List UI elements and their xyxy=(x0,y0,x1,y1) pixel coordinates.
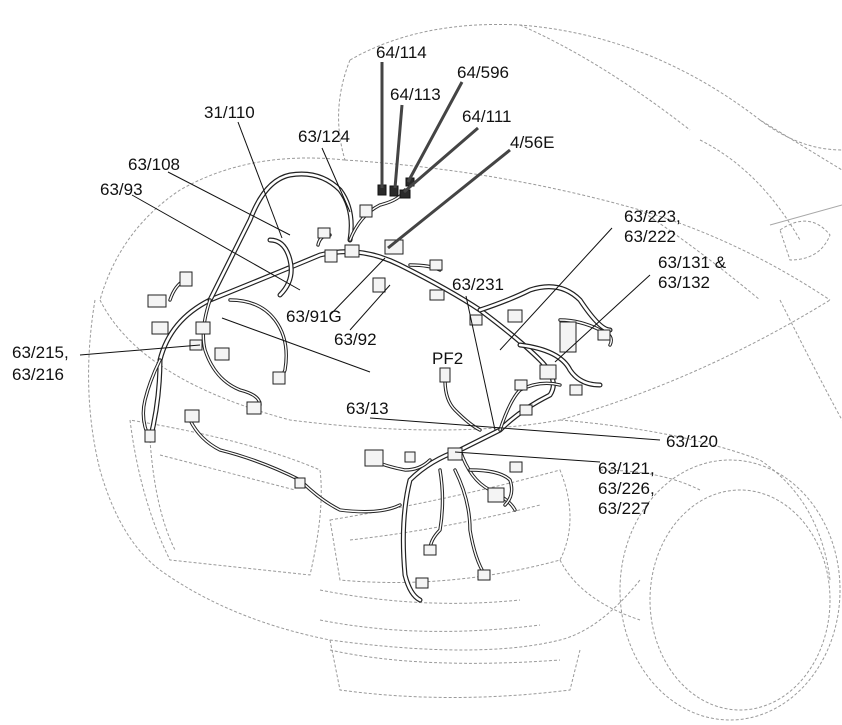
connector xyxy=(507,309,523,323)
label-pf2: PF2 xyxy=(432,349,463,368)
connector xyxy=(359,204,373,218)
connector xyxy=(384,239,404,255)
connector xyxy=(214,347,230,361)
label-64-113: 64/113 xyxy=(390,85,441,104)
connector xyxy=(519,404,533,416)
connector xyxy=(179,271,193,287)
label-64-114: 64/114 xyxy=(376,43,427,62)
connector xyxy=(324,249,338,263)
label-4-56e: 4/56E xyxy=(510,133,554,152)
label-63-216: 63/216 xyxy=(12,365,64,384)
label-63-231: 63/231 xyxy=(452,275,504,294)
label-63-108: 63/108 xyxy=(128,155,180,174)
connector xyxy=(195,321,211,335)
connector xyxy=(509,461,523,473)
connector xyxy=(246,401,262,415)
connector xyxy=(404,451,416,463)
connector xyxy=(429,289,445,301)
connector xyxy=(539,364,557,380)
connector xyxy=(144,429,156,443)
callout-labels: 64/114 64/596 64/113 64/111 31/110 63/12… xyxy=(12,43,727,518)
connector xyxy=(559,321,577,353)
car-body-outline xyxy=(88,23,842,721)
connector xyxy=(272,371,286,385)
label-63-131: 63/131 & xyxy=(658,253,727,272)
connector xyxy=(514,379,528,391)
connector xyxy=(151,321,169,335)
label-63-92: 63/92 xyxy=(334,330,377,349)
label-64-111: 64/111 xyxy=(462,107,511,126)
label-63-120: 63/120 xyxy=(666,432,718,451)
wiring-harness xyxy=(141,171,613,603)
label-63-215: 63/215, xyxy=(12,343,69,362)
label-63-91g: 63/91G xyxy=(286,307,342,326)
connector xyxy=(364,449,384,467)
connector xyxy=(429,259,443,271)
connector xyxy=(487,487,505,503)
connector xyxy=(184,409,200,423)
connector xyxy=(469,314,483,326)
connector xyxy=(294,477,306,489)
label-63-93: 63/93 xyxy=(100,180,143,199)
label-63-227: 63/227 xyxy=(598,499,650,518)
pf2-connector xyxy=(439,367,451,383)
connector xyxy=(447,447,463,461)
connector xyxy=(415,577,429,589)
label-63-121: 63/121, xyxy=(598,459,655,478)
label-63-222: 63/222 xyxy=(624,227,676,246)
connector xyxy=(147,294,167,308)
label-63-223: 63/223, xyxy=(624,207,681,226)
connector xyxy=(569,384,583,396)
label-63-226: 63/226, xyxy=(598,479,655,498)
label-63-132: 63/132 xyxy=(658,273,710,292)
connector xyxy=(344,244,360,258)
connector xyxy=(372,277,386,293)
label-63-13: 63/13 xyxy=(346,399,389,418)
connector xyxy=(317,227,331,239)
label-31-110: 31/110 xyxy=(204,103,255,122)
label-63-124: 63/124 xyxy=(298,127,350,146)
leader-lines xyxy=(79,62,661,463)
connector xyxy=(597,329,611,341)
connector xyxy=(477,569,491,581)
label-64-596: 64/596 xyxy=(457,63,509,82)
connector xyxy=(423,544,437,556)
connectors xyxy=(144,177,611,589)
